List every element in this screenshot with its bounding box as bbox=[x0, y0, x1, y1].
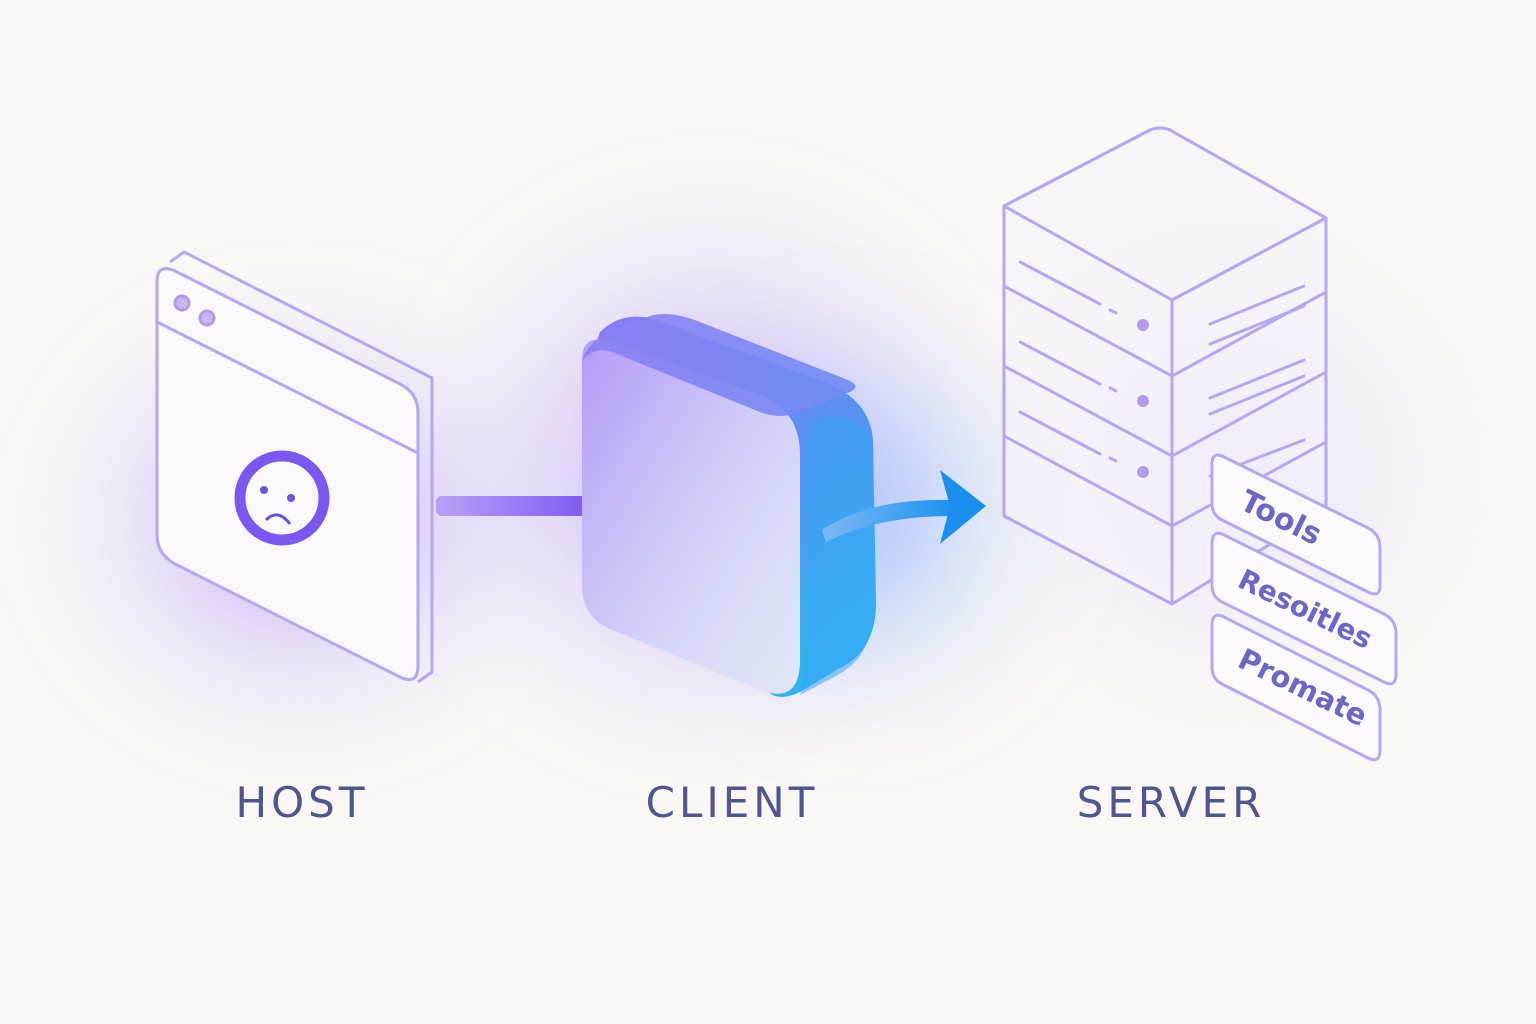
sad-face-icon bbox=[234, 450, 330, 546]
client-cube-icon bbox=[582, 314, 877, 697]
arrow-client-to-server bbox=[822, 470, 986, 544]
client-label: CLIENT bbox=[645, 778, 819, 827]
host-browser-window-icon bbox=[155, 250, 434, 684]
server-label: SERVER bbox=[1076, 778, 1266, 827]
host-label: HOST bbox=[235, 778, 369, 827]
